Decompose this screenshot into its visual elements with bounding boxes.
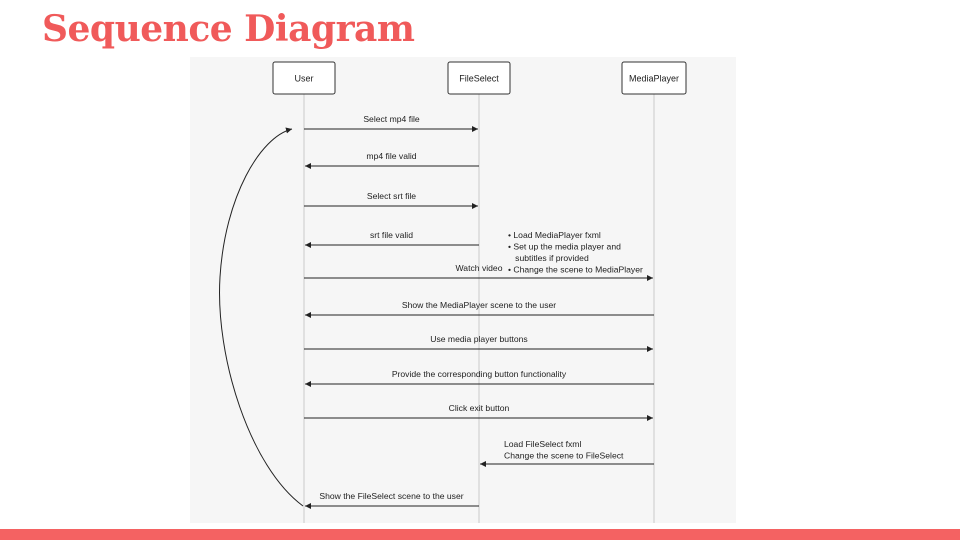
message-8: Provide the corresponding button functio… — [305, 369, 654, 387]
message-label: mp4 file valid — [366, 151, 416, 161]
message-label: Select srt file — [367, 191, 416, 201]
note-line: • Set up the media player and — [508, 242, 621, 252]
participant-user: User — [272, 61, 336, 95]
note-line: • Change the scene to MediaPlayer — [508, 265, 643, 275]
message-label: Click exit button — [449, 403, 510, 413]
participant-box — [447, 61, 511, 95]
message-7: Use media player buttons — [304, 334, 653, 352]
message-4: srt file valid — [305, 230, 479, 248]
note-1: • Load MediaPlayer fxml • Set up the medi… — [508, 230, 643, 275]
message-label: Show the FileSelect scene to the user — [319, 491, 463, 501]
note-line: subtitles if provided — [508, 253, 589, 263]
message-label: srt file valid — [370, 230, 413, 240]
note-line: Change the scene to FileSelect — [504, 451, 624, 461]
participant-label: FileSelect — [459, 74, 499, 84]
participant-mediaplayer: MediaPlayer — [621, 61, 687, 95]
message-6: Show the MediaPlayer scene to the user — [305, 300, 654, 318]
participant-box — [272, 61, 336, 95]
participant-fileselect: FileSelect — [447, 61, 511, 95]
participant-label: User — [294, 74, 313, 84]
message-label: Use media player buttons — [430, 334, 527, 344]
sequence-diagram: User FileSelect MediaPlayer Select mp4 fil… — [219, 61, 687, 523]
slide-title: Sequence Diagram — [42, 8, 415, 50]
message-11: Show the FileSelect scene to the user — [305, 491, 479, 509]
sequence-diagram-panel: User FileSelect MediaPlayer Select mp4 fil… — [190, 57, 736, 523]
message-label: Show the MediaPlayer scene to the user — [402, 300, 556, 310]
note-line: Load FileSelect fxml — [504, 439, 581, 449]
message-label: Watch video — [456, 263, 503, 273]
message-2: mp4 file valid — [305, 151, 479, 169]
message-label: Provide the corresponding button functio… — [392, 369, 567, 379]
message-1: Select mp4 file — [304, 114, 478, 132]
participant-box — [621, 61, 687, 95]
message-3: Select srt file — [304, 191, 478, 209]
loop-back-arrow — [219, 127, 304, 507]
message-label: Select mp4 file — [363, 114, 420, 124]
message-5: Watch video — [304, 263, 653, 281]
note-line: • Load MediaPlayer fxml — [508, 230, 601, 240]
message-9: Click exit button — [304, 403, 653, 421]
participant-label: MediaPlayer — [629, 74, 679, 84]
bottom-accent-bar — [0, 529, 960, 540]
